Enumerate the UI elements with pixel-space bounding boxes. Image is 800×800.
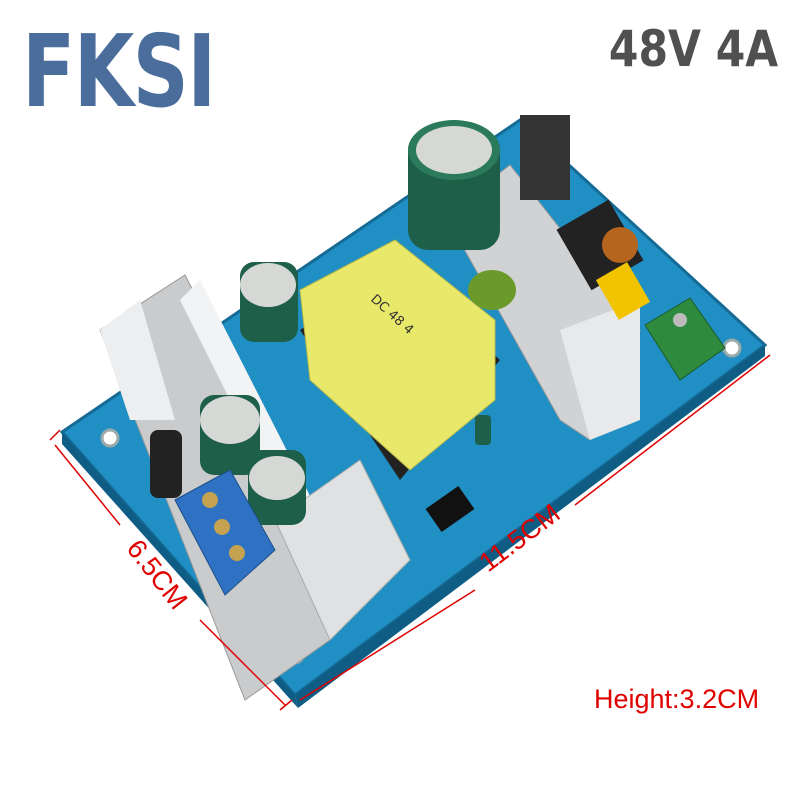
inductor — [520, 115, 570, 200]
capacitors — [200, 120, 500, 525]
ac-input-terminal — [644, 297, 726, 381]
dc-output-terminal — [174, 469, 276, 596]
dimension-lines — [49, 354, 771, 711]
film-capacitor — [468, 270, 516, 310]
transformer: DC 48 4 — [299, 239, 500, 480]
brand-logo: FKSI — [22, 13, 216, 130]
spec-title: 48V 4A — [608, 20, 778, 78]
height-dimension: Height:3.2CM — [594, 684, 760, 714]
